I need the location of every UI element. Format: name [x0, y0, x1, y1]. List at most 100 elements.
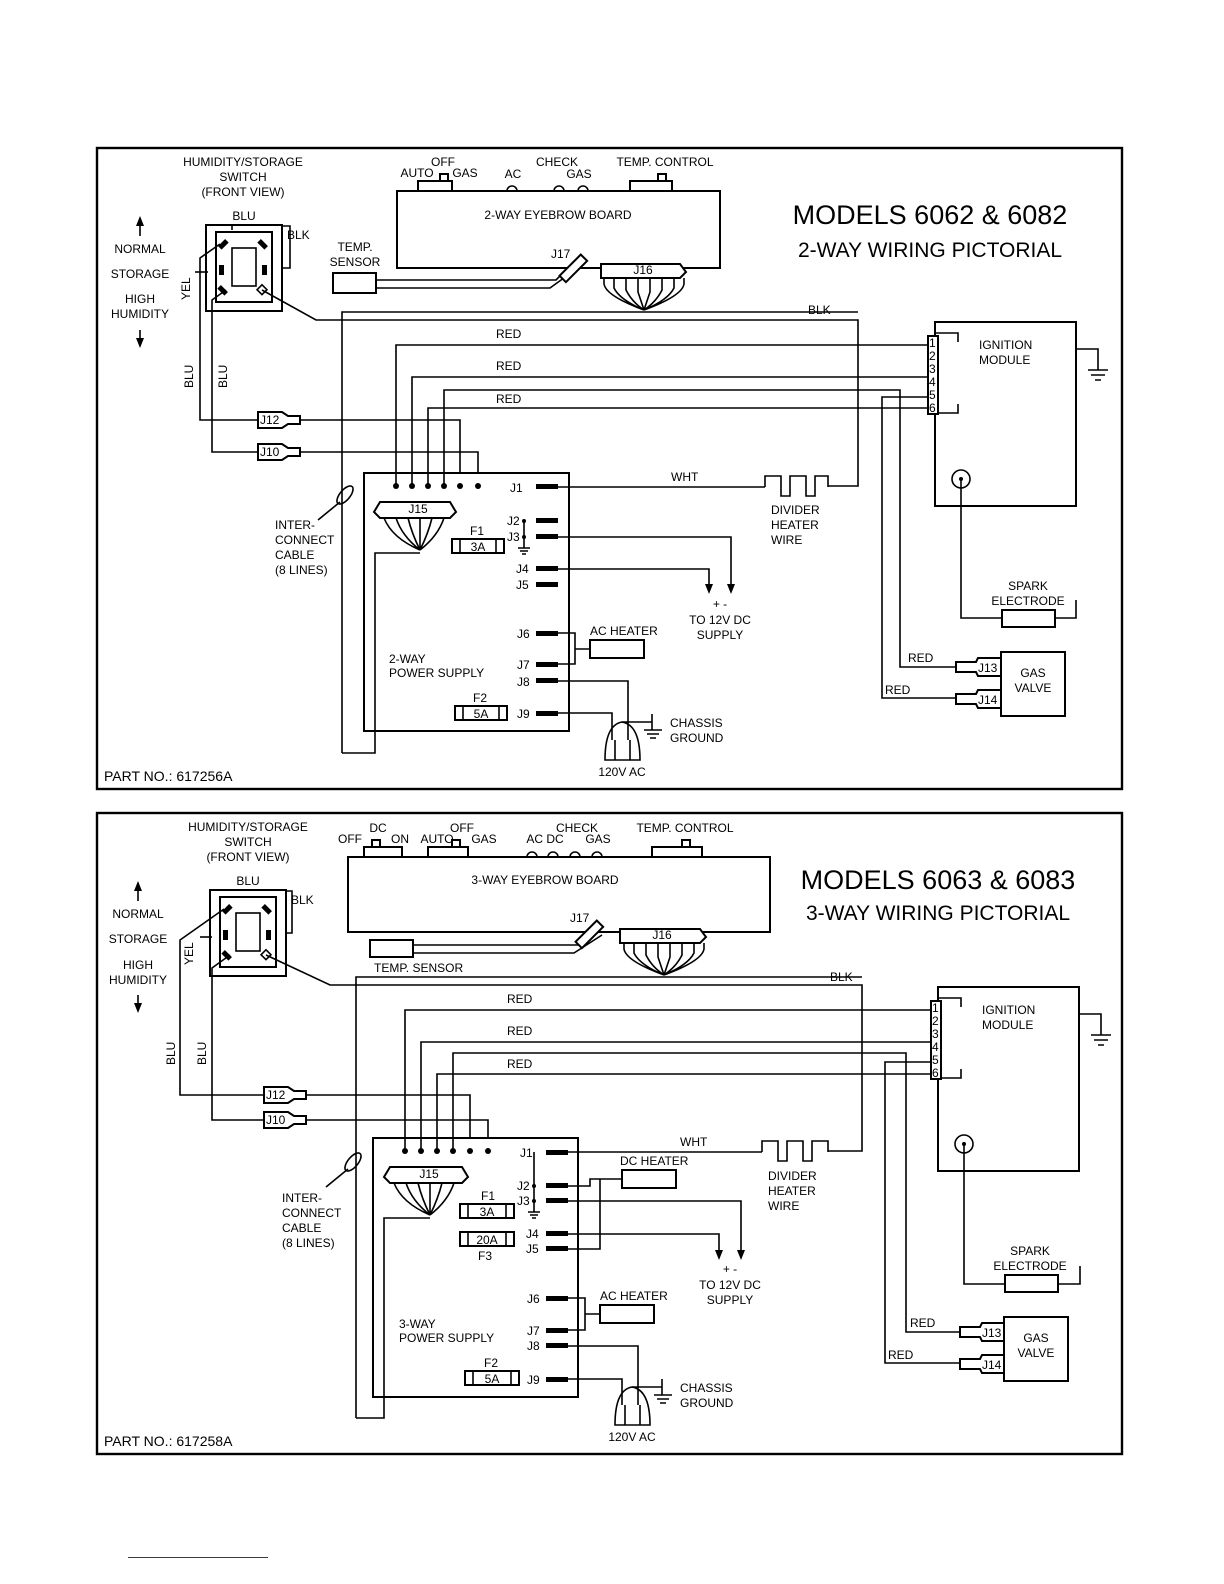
divider-label3: WIRE [771, 533, 802, 547]
divider-heater-wire-3way [761, 1140, 829, 1162]
control3-off2: OFF [450, 821, 474, 835]
label-j15: J15 [408, 502, 428, 516]
svg-text:5: 5 [932, 1053, 939, 1067]
ignition-module-3way[interactable] [937, 986, 1080, 1172]
ac-heater[interactable] [589, 639, 645, 659]
svg-text:4: 4 [932, 1040, 939, 1054]
dc3-supply-label2: SUPPLY [707, 1293, 753, 1307]
part-number-3way: PART NO.: 617258A [104, 1433, 233, 1449]
wire3-label-red-j13: RED [910, 1316, 936, 1330]
ac-plug3-label: 120V AC [608, 1430, 656, 1444]
humidity-storage-switch-3way[interactable] [209, 889, 287, 977]
label3-j14: J14 [982, 1358, 1002, 1372]
fuse-f2-name: F2 [473, 691, 487, 705]
temp-sensor3-label: TEMP. SENSOR [374, 961, 463, 975]
cable-label1: INTER- [275, 518, 315, 532]
connector3-j13[interactable] [959, 1322, 1005, 1342]
board-label-2way: 2-WAY EYEBROW BOARD [484, 208, 631, 222]
jack3-j4: J4 [526, 1227, 539, 1241]
spark3-label1: SPARK [1010, 1244, 1050, 1258]
wire-label-wht: WHT [671, 470, 699, 484]
ac-heater-3way[interactable] [599, 1304, 655, 1324]
dc-heater[interactable] [621, 1169, 677, 1189]
wire-label-red2: RED [496, 359, 522, 373]
frame-3way [95, 811, 1124, 1456]
ac-plug[interactable] [604, 721, 641, 761]
connector-j14[interactable] [955, 689, 1002, 709]
svg-text:6: 6 [929, 401, 936, 415]
svg-text:5: 5 [929, 388, 936, 402]
fuse3-f2-name: F2 [484, 1356, 498, 1370]
chassis3-label2: GROUND [680, 1396, 734, 1410]
fuse3-f1-rating: 3A [480, 1205, 495, 1219]
temp-sensor[interactable] [332, 272, 377, 294]
cable-label3: CABLE [275, 548, 314, 562]
control-auto: AUTO [400, 166, 433, 180]
wire3-label-red2: RED [507, 1024, 533, 1038]
eyebrow-board-3way[interactable] [347, 839, 771, 933]
svg-text:1: 1 [932, 1001, 939, 1015]
gas-valve3-label1: GAS [1023, 1331, 1048, 1345]
divider-label2: HEATER [771, 518, 819, 532]
connector3-j17[interactable] [574, 919, 605, 950]
connector3-j10[interactable] [263, 1111, 307, 1129]
wire-label-red3: RED [496, 392, 522, 406]
connector3-j16[interactable] [619, 928, 708, 944]
ignition-module-2way[interactable] [934, 321, 1077, 507]
humidity-storage-switch[interactable] [205, 224, 283, 312]
control-off: OFF [431, 155, 455, 169]
dc3-supply-label1: TO 12V DC [699, 1278, 761, 1292]
control3-off: OFF [338, 832, 362, 846]
control-check: CHECK [536, 155, 578, 169]
ignition-pins-2way: 1 2 3 4 5 6 [929, 336, 936, 415]
title-2way: MODELS 6062 & 6082 [793, 200, 1068, 230]
fuse3-f2-rating: 5A [485, 1372, 500, 1386]
control3-dc: DC [369, 821, 387, 835]
wire-label-red-j13: RED [908, 651, 934, 665]
ac-plug-3way[interactable] [614, 1386, 651, 1426]
svg-text:6: 6 [932, 1066, 939, 1080]
dc-polarity: + - [713, 597, 727, 611]
wire3-label-red3: RED [507, 1057, 533, 1071]
spark-electrode[interactable] [1001, 609, 1056, 628]
divider3-label3: WIRE [768, 1199, 799, 1213]
divider-label1: DIVIDER [771, 503, 820, 517]
jack3-j9: J9 [527, 1373, 540, 1387]
switch3-label-line3: (FRONT VIEW) [206, 850, 289, 864]
eyebrow-board-2way[interactable] [396, 173, 721, 269]
fuse3-f3-rating: 20A [476, 1233, 497, 1247]
control3-auto: AUTO [420, 832, 453, 846]
jack3-j5: J5 [526, 1242, 539, 1256]
dc-heater-label: DC HEATER [620, 1154, 689, 1168]
connector-j15[interactable] [372, 501, 458, 519]
connector3-j14[interactable] [959, 1354, 1005, 1374]
temp-sensor-3way[interactable] [369, 939, 414, 958]
connector-j17[interactable] [558, 253, 589, 284]
temp-sensor-label2: SENSOR [330, 255, 381, 269]
power-supply-label2: POWER SUPPLY [389, 666, 484, 680]
gas-valve-3way[interactable] [1003, 1316, 1069, 1382]
label-j14: J14 [978, 693, 998, 707]
connector-j16[interactable] [600, 263, 688, 279]
connector3-j15[interactable] [382, 1166, 470, 1184]
control3-check: CHECK [556, 821, 598, 835]
jack3-j6: J6 [527, 1292, 540, 1306]
spark-electrode-3way[interactable] [1004, 1274, 1059, 1293]
connector-j13[interactable] [955, 657, 1002, 677]
wire-label-blu-right: BLU [216, 365, 230, 388]
mode-storage: STORAGE [111, 267, 169, 281]
gas-valve-2way[interactable] [1000, 651, 1066, 717]
label3-j15: J15 [419, 1167, 439, 1181]
connector-j10[interactable] [257, 443, 301, 461]
wire-label-blu-top: BLU [232, 209, 255, 223]
ignition3-label2: MODULE [982, 1018, 1033, 1032]
svg-text:2: 2 [929, 349, 936, 363]
fuse3-f1-name: F1 [481, 1189, 495, 1203]
chassis3-label1: CHASSIS [680, 1381, 733, 1395]
svg-text:2: 2 [932, 1014, 939, 1028]
connector-j12[interactable] [257, 411, 301, 429]
svg-text:4: 4 [929, 375, 936, 389]
control-check-gas: GAS [566, 167, 591, 181]
connector3-j12[interactable] [263, 1086, 307, 1104]
label3-j17: J17 [570, 911, 590, 925]
